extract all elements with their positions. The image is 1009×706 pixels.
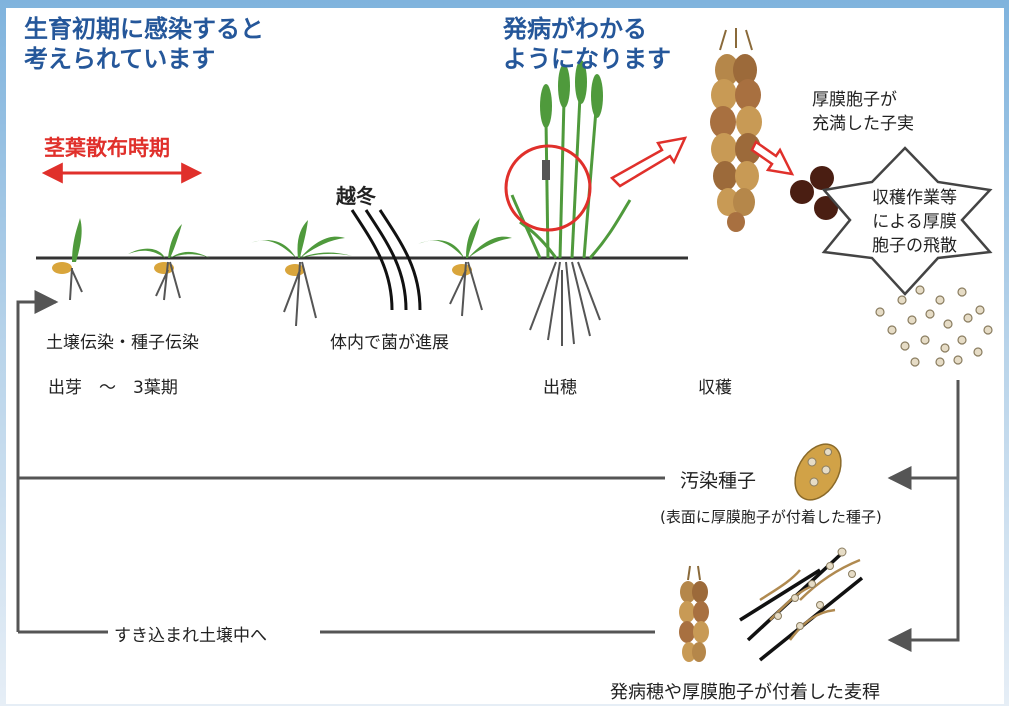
overwinter-curves [350, 209, 422, 311]
contaminated-seed-label: 汚染種子 [674, 466, 763, 493]
seedling-stage-2 [128, 224, 210, 301]
stage-emergence-label: 出芽 ～ 3葉期 [48, 378, 178, 398]
contaminated-seed-note: (表面に厚膜胞子が付着した種子) [660, 508, 882, 526]
fungus-progress-label: 体内で菌が進展 [330, 333, 449, 353]
spore-dispersal-star [821, 146, 993, 296]
stage-harvest-label: 収穫 [698, 378, 732, 398]
dispersed-spores [875, 285, 993, 367]
seedling-stage-3 [248, 220, 352, 327]
diseased-straw-label: 発病穂や厚膜胞子が付着した麦稈 [610, 682, 880, 703]
soil-seed-infection-label: 土壌伝染・種子伝染 [46, 333, 199, 353]
heading-stage-plant [510, 60, 632, 346]
overwinter-label: 越冬 [336, 184, 376, 208]
kernel-outline-arrow [750, 140, 795, 176]
spray-period-label: 茎葉散布時期 [44, 136, 170, 160]
spore-dispersal-label: 収穫作業等 による厚膜 胞子の飛散 [872, 188, 957, 256]
heading-early-infection: 生育初期に感染すると 考えられています [24, 15, 264, 73]
plow-in-label: すき込まれ土壌中へ [110, 621, 271, 646]
small-diseased-ear [679, 565, 709, 662]
seedling-stage-1 [52, 218, 83, 301]
seedling-stage-4 [418, 218, 512, 317]
progress-outline-arrow [609, 136, 688, 188]
diseased-wheat-ear [710, 28, 762, 232]
kernel-label: 厚膜胞子が 充満した子実 [812, 90, 914, 134]
contaminated-seed [794, 443, 842, 501]
infected-kernels [790, 166, 838, 220]
diagram-panel [6, 8, 1004, 704]
stage-heading-label: 出穂 [543, 378, 577, 398]
cycle-lines [16, 290, 960, 652]
infected-ear-highlight-circle [504, 144, 592, 232]
wheat-straw [739, 547, 864, 662]
heading-symptom-visible: 発病がわかる ようになります [503, 15, 671, 73]
